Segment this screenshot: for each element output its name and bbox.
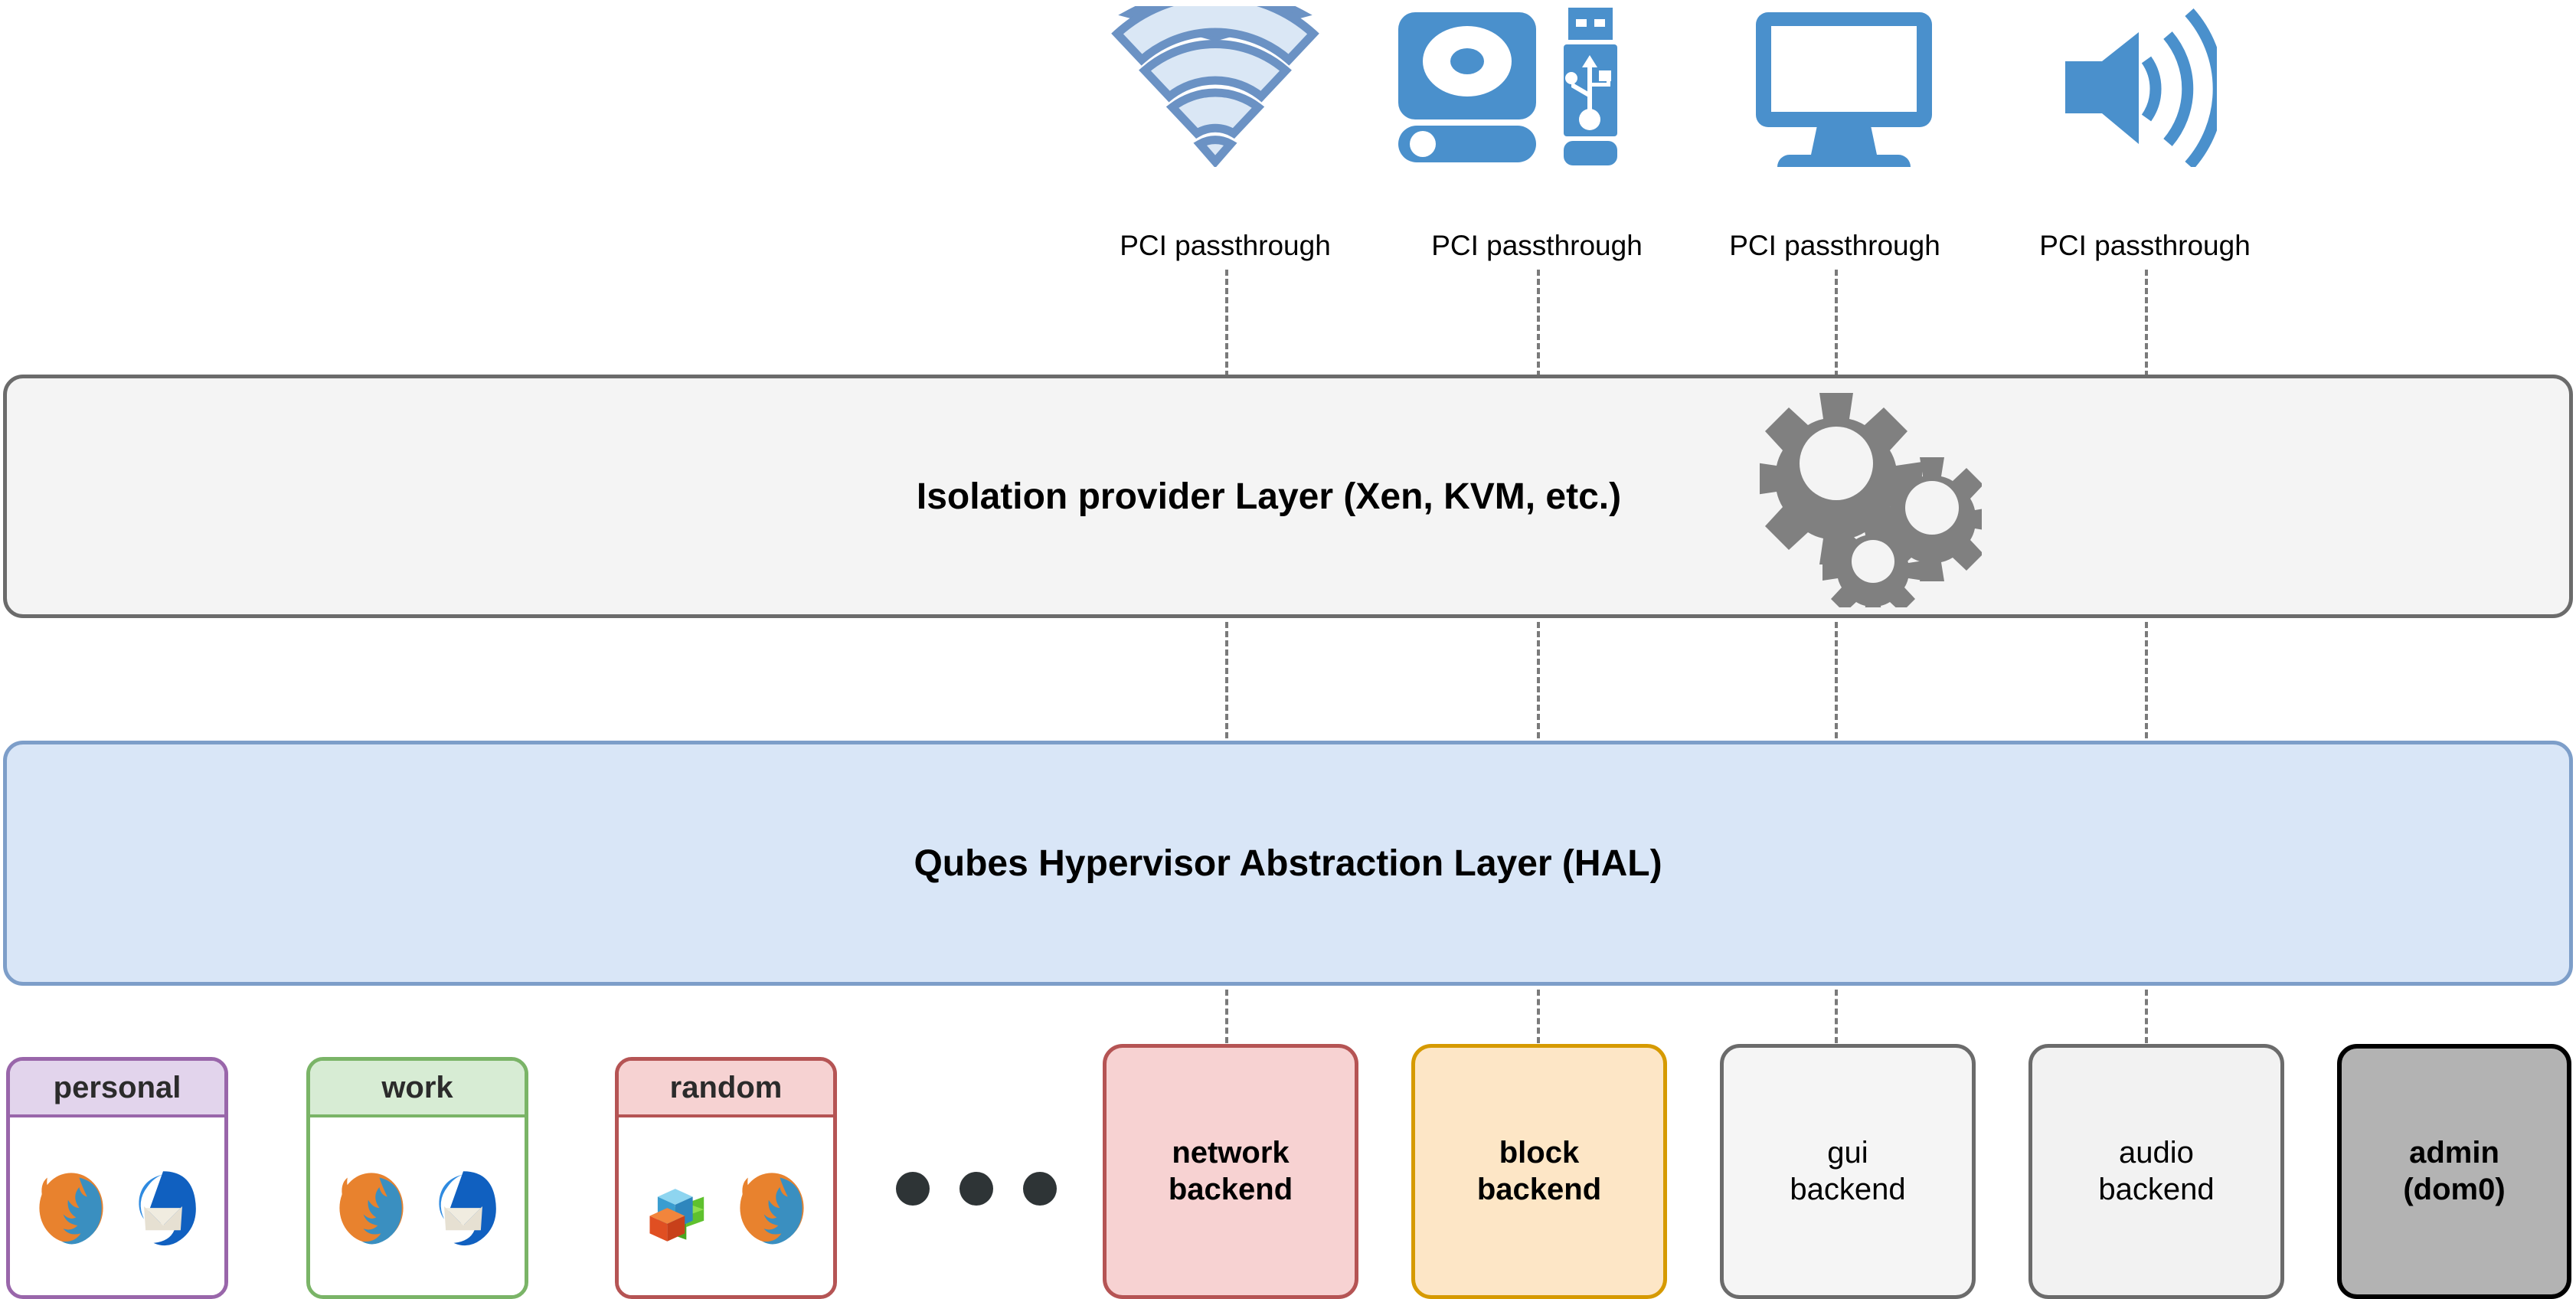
dashed-connector-hal-block [1537, 990, 1540, 1043]
backend-label-audio: audio backend [2098, 1136, 2215, 1206]
dashed-connector-hal-audio [2145, 990, 2148, 1043]
vm-label-personal: personal [53, 1070, 181, 1104]
isolation-provider-layer: Isolation provider Layer (Xen, KVM, etc.… [3, 375, 2573, 618]
vm-header-personal: personal [10, 1061, 224, 1117]
firefox-icon [740, 1173, 804, 1245]
backend-label-gui: gui backend [1790, 1136, 1906, 1206]
speaker-icon [2025, 6, 2225, 169]
dashed-connector-device-wifi [1225, 270, 1228, 377]
backend-box-gui[interactable]: gui backend [1720, 1044, 1976, 1299]
vm-header-work: work [310, 1061, 525, 1117]
firefox-icon [39, 1173, 103, 1245]
backend-label-network: network backend [1168, 1136, 1293, 1206]
dashed-connector-iso-hal-1 [1225, 622, 1228, 738]
hal-layer-label: Qubes Hypervisor Abstraction Layer (HAL) [914, 843, 1662, 884]
vm-box-work[interactable]: work [306, 1057, 528, 1299]
gears-icon [1751, 393, 1994, 621]
backend-box-admin-dom0[interactable]: admin (dom0) [2337, 1044, 2571, 1299]
dashed-connector-hal-network [1225, 990, 1228, 1043]
backend-box-block[interactable]: block backend [1411, 1044, 1667, 1299]
vm-label-work: work [381, 1070, 453, 1104]
pci-passthrough-label-display: PCI passthrough [1729, 230, 1940, 261]
disk-usb-icon [1394, 6, 1623, 167]
vm-apps-work [310, 1117, 525, 1295]
vm-header-random: random [619, 1061, 833, 1117]
dashed-connector-hal-gui [1835, 990, 1838, 1043]
backend-label-admin-dom0: admin (dom0) [2403, 1136, 2506, 1206]
hal-layer: Qubes Hypervisor Abstraction Layer (HAL) [3, 741, 2573, 986]
vm-label-random: random [669, 1070, 783, 1104]
dashed-connector-iso-hal-2 [1537, 622, 1540, 738]
pci-passthrough-label-audio: PCI passthrough [2039, 230, 2251, 261]
ellipsis-dot [959, 1172, 993, 1206]
ellipsis-dot [896, 1172, 930, 1206]
vm-apps-personal [10, 1117, 224, 1295]
apps-blocks-icon [649, 1189, 704, 1242]
ellipsis-dot [1023, 1172, 1057, 1206]
backend-label-block: block backend [1476, 1136, 1602, 1206]
vm-box-random[interactable]: random [615, 1057, 837, 1299]
vm-apps-random [619, 1117, 833, 1295]
dashed-connector-iso-hal-3 [1835, 622, 1838, 738]
more-vms-ellipsis [896, 1170, 1057, 1208]
wifi-icon [1108, 0, 1322, 169]
vm-box-personal[interactable]: personal [6, 1057, 228, 1299]
dashed-connector-device-storage [1537, 270, 1540, 377]
dashed-connector-iso-hal-4 [2145, 622, 2148, 738]
isolation-provider-layer-label: Isolation provider Layer (Xen, KVM, etc.… [916, 476, 1622, 517]
pci-passthrough-label-storage: PCI passthrough [1431, 230, 1643, 261]
dashed-connector-device-display [1835, 270, 1838, 377]
firefox-icon [339, 1173, 404, 1245]
backend-box-audio[interactable]: audio backend [2028, 1044, 2284, 1299]
pci-passthrough-label-wifi: PCI passthrough [1120, 230, 1331, 261]
dashed-connector-device-audio [2145, 270, 2148, 377]
thunderbird-icon [139, 1171, 196, 1246]
thunderbird-icon [439, 1171, 496, 1246]
monitor-icon [1742, 6, 1945, 179]
backend-box-network[interactable]: network backend [1103, 1044, 1358, 1299]
